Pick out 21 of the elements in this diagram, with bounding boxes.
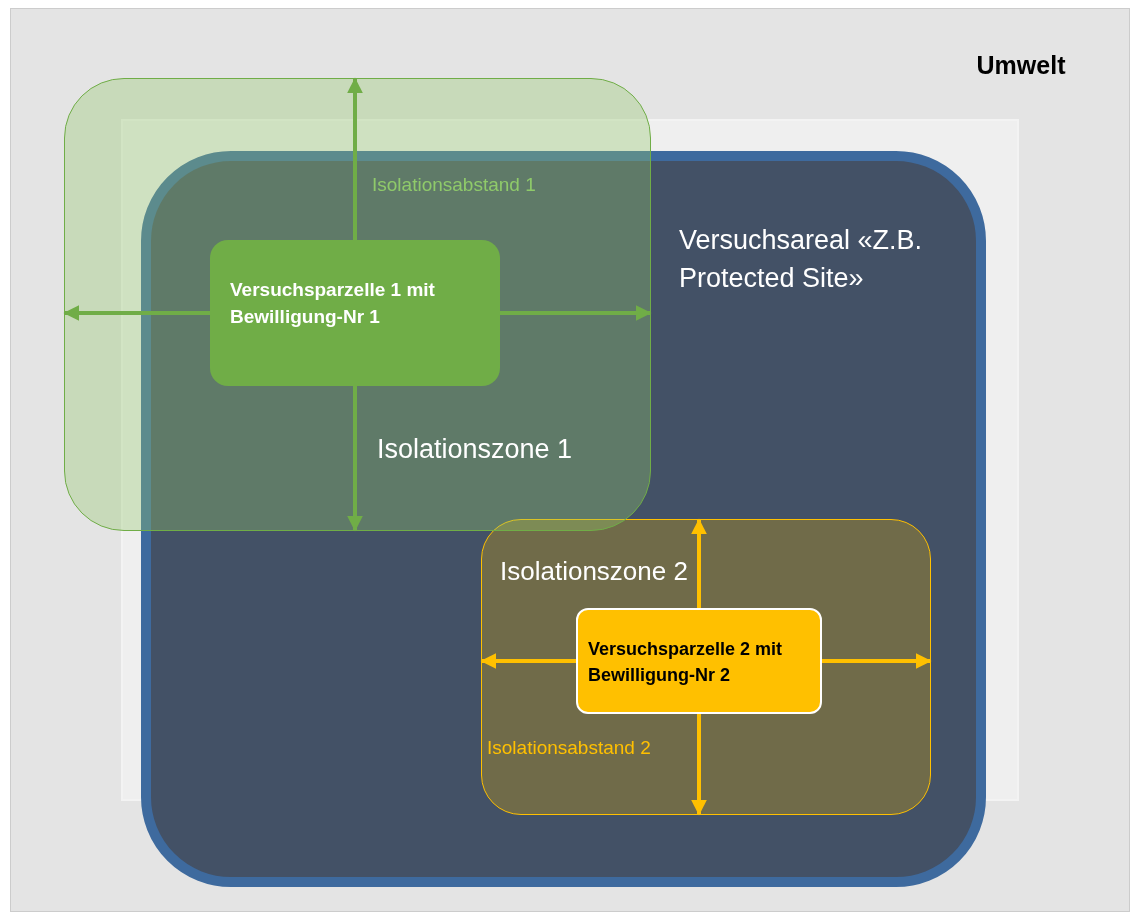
arrow: [691, 518, 707, 608]
plot-label: Versuchsparzelle 2 mit Bewilligung-Nr 2: [588, 638, 784, 687]
arrow: [691, 714, 707, 816]
arrow: [347, 77, 363, 240]
arrow: [347, 386, 363, 532]
arrow: [480, 653, 576, 669]
area-title: Versuchsareal «Z.B. Protected Site»: [679, 224, 924, 295]
arrow: [500, 305, 652, 321]
distance-label: Isolationsabstand 1: [372, 174, 536, 196]
arrow: [63, 305, 210, 321]
trial-plot-box: [576, 608, 822, 714]
arrow: [822, 653, 932, 669]
isolation-zone-panel: [481, 519, 931, 815]
zone-title: Isolationszone 2: [500, 556, 689, 587]
plot-label: Versuchsparzelle 1 mit Bewilligung-Nr 1: [230, 278, 436, 329]
site-area-panel: [141, 151, 986, 887]
distance-label: Isolationsabstand 2: [487, 737, 651, 759]
zone-title: Isolationszone 1: [377, 434, 574, 465]
frame-title: Umwelt: [975, 51, 1067, 80]
trial-plot-box: [210, 240, 500, 386]
environment-frame: [10, 8, 1130, 912]
